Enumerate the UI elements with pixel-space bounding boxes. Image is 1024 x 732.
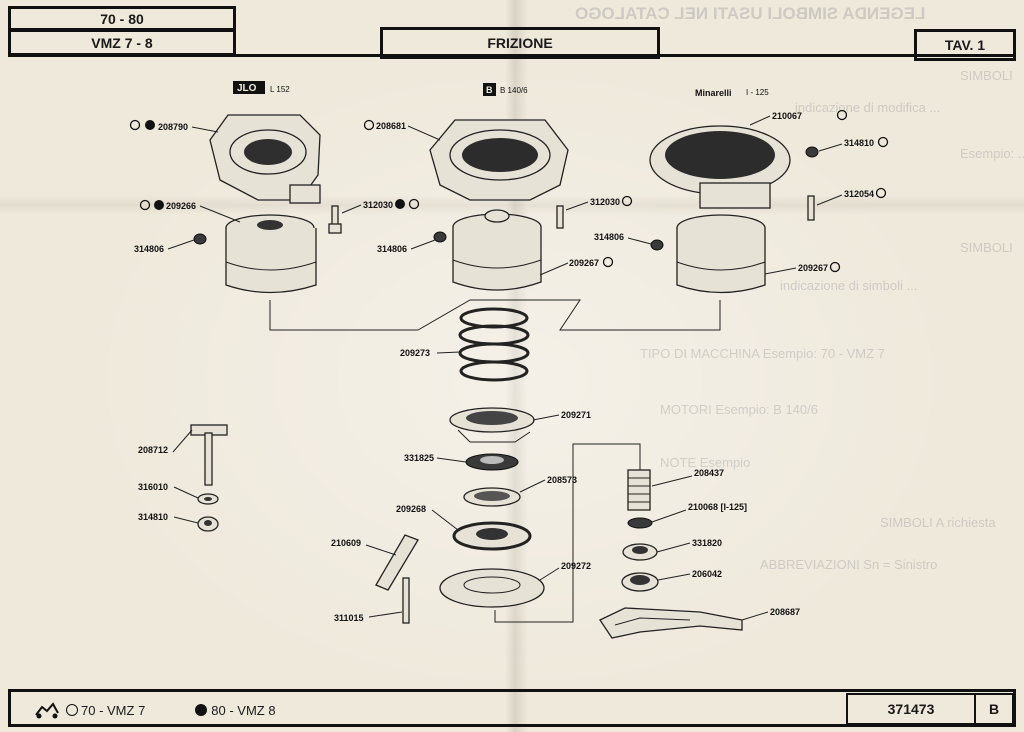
- part-shoe-209267-b: [676, 214, 766, 294]
- label-209267-a: 209267: [569, 258, 599, 268]
- svg-text:L 152: L 152: [270, 85, 290, 94]
- label-314810-b: 314810: [138, 512, 168, 522]
- label-312030-a: 312030: [363, 200, 393, 210]
- label-210609: 210609: [331, 538, 361, 548]
- label-208712: 208712: [138, 445, 168, 455]
- filled-circle-icon: [195, 704, 208, 716]
- label-314806-b: 314806: [377, 244, 407, 254]
- part-bearing-331825: [465, 453, 519, 471]
- ghost-row-2: indicazione di modifica ...: [795, 100, 941, 115]
- label-208687: 208687: [770, 607, 800, 617]
- label-314806-a: 314806: [134, 244, 164, 254]
- ghost-row-5: indicazione di simboli ...: [780, 278, 918, 293]
- label-206042: 206042: [692, 569, 722, 579]
- legend-open: 70 - VMZ 7: [81, 702, 146, 718]
- part-housing-208790: [209, 114, 321, 204]
- part-screw-312054: [807, 195, 815, 221]
- marker-symbols: [129, 109, 889, 273]
- footer-bar: [8, 689, 1016, 727]
- part-housing-210067: [649, 125, 791, 209]
- label-314810-a: 314810: [844, 138, 874, 148]
- label-209273: 209273: [400, 348, 430, 358]
- part-nut-314806-b: [433, 231, 447, 243]
- part-screw-312030-a: [328, 205, 342, 234]
- svg-text:JLO: JLO: [237, 83, 257, 94]
- label-311015: 311015: [334, 613, 364, 623]
- svg-text:B 140/6: B 140/6: [500, 86, 528, 95]
- header-rule: [8, 54, 1016, 57]
- part-ring-206042: [621, 572, 659, 592]
- label-312030-b: 312030: [590, 197, 620, 207]
- label-209272: 209272: [561, 561, 591, 571]
- part-bolt-208712: [190, 424, 228, 486]
- svg-text:I - 125: I - 125: [746, 88, 769, 97]
- label-314806-c: 314806: [594, 232, 624, 242]
- plate-box: TAV. 1: [914, 29, 1016, 61]
- label-208573: 208573: [547, 475, 577, 485]
- label-208437: 208437: [694, 468, 724, 478]
- label-210068: 210068 [I-125]: [688, 502, 747, 512]
- part-bearing-331820: [622, 543, 658, 561]
- part-plate-209272: [439, 568, 545, 608]
- label-210067: 210067: [772, 111, 802, 121]
- label-331825: 331825: [404, 453, 434, 463]
- part-nut-314806-c: [650, 239, 664, 251]
- edition-box: B: [974, 693, 1014, 725]
- brand-b: B B 140/6: [483, 83, 528, 96]
- brand-minarelli: Minarelli I - 125: [695, 88, 769, 98]
- section-title-box: FRIZIONE: [380, 27, 660, 59]
- label-331820: 331820: [692, 538, 722, 548]
- label-209268: 209268: [396, 504, 426, 514]
- part-shoe-209266: [225, 214, 317, 294]
- label-208790: 208790: [158, 122, 188, 132]
- legend-filled: 80 - VMZ 8: [211, 702, 276, 718]
- part-washer-316010: [197, 493, 219, 505]
- svg-text:B: B: [486, 85, 493, 95]
- part-housing-208681: [429, 119, 569, 201]
- label-312054: 312054: [844, 189, 874, 199]
- part-screw-311015: [402, 577, 410, 624]
- part-spring-209273: [458, 307, 530, 382]
- part-gear-208437: [627, 469, 651, 511]
- part-lever-210609: [375, 534, 419, 591]
- label-209271: 209271: [561, 410, 591, 420]
- ghost-row-7: MOTORI Esempio: B 140/6: [660, 402, 818, 417]
- rider-logo-icon: [34, 701, 60, 719]
- part-washer-210068: [627, 517, 653, 529]
- part-shoe-209267-a: [452, 209, 542, 291]
- svg-text:Minarelli: Minarelli: [695, 88, 732, 98]
- ghost-row-4: SIMBOLI: [960, 240, 1013, 255]
- leader-lines: [167, 115, 843, 621]
- ghost-row-1: SIMBOLI: [960, 68, 1013, 83]
- part-screw-312030-b: [556, 205, 564, 229]
- label-316010: 316010: [138, 482, 168, 492]
- ghost-row-8: NOTE Esempio: [660, 455, 751, 470]
- ghost-row-10: ABBREVIAZIONI Sn = Sinistro: [760, 557, 938, 572]
- part-plate-209271: [449, 407, 535, 443]
- shoe-connector-lines: [269, 299, 721, 331]
- ghost-row-6: TIPO DI MACCHINA Esempio: 70 - VMZ 7: [640, 346, 885, 361]
- label-209267-b: 209267: [798, 263, 828, 273]
- part-nut-314810-a: [805, 146, 819, 158]
- part-nut-314806-a: [193, 233, 207, 245]
- part-nut-314810-b: [197, 516, 219, 532]
- stack-connector-line: [494, 443, 641, 623]
- label-209266: 209266: [166, 201, 196, 211]
- brand-jlo: JLO L 152: [233, 81, 290, 94]
- part-disc-209268: [452, 521, 532, 551]
- part-ring-208573: [463, 487, 521, 507]
- label-208681: 208681: [376, 121, 406, 131]
- part-tool-208687: [599, 607, 743, 639]
- open-circle-icon: [66, 704, 78, 716]
- footer-legend: 70 - VMZ 7 80 - VMZ 8: [34, 700, 276, 720]
- ghost-row-3: Esempio: ...: [960, 146, 1024, 161]
- ghost-row-9: SIMBOLI A richiesta: [880, 515, 996, 530]
